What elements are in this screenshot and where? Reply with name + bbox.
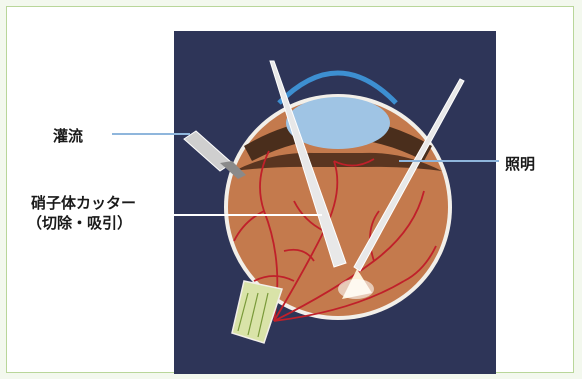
eye-surgery-illustration bbox=[174, 31, 496, 374]
irrigation-label: 灌流 bbox=[53, 125, 83, 146]
illumination-label: 照明 bbox=[505, 153, 535, 174]
vitrectomy-label: 硝子体カッター bbox=[31, 192, 136, 213]
vitrectomy-leader-line bbox=[167, 214, 322, 216]
figure-frame: 灌流 硝子体カッター （切除・吸引） 照明 bbox=[6, 6, 574, 373]
vitrectomy-sublabel: （切除・吸引） bbox=[27, 212, 132, 233]
irrigation-leader-line bbox=[112, 133, 190, 135]
illumination-leader-line bbox=[399, 160, 499, 162]
